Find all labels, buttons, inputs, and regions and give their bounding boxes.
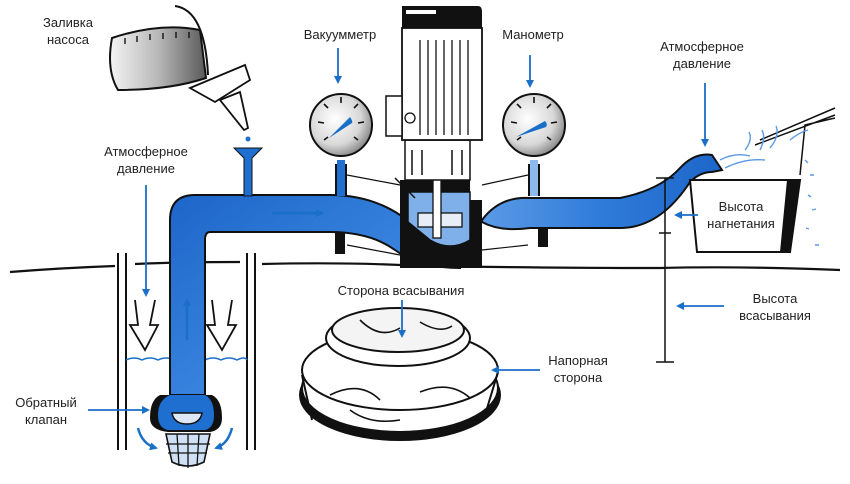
pump-motor <box>385 6 483 141</box>
flange-right <box>538 225 548 247</box>
label-suction-head-line2: всасывания <box>739 308 811 323</box>
discharge-tank <box>688 107 836 253</box>
pressure-gauge-needle <box>516 121 547 137</box>
label-pressure-gauge-text: Манометр <box>502 27 564 42</box>
priming-jug <box>109 5 209 92</box>
label-suction-side: Сторона всасывания <box>326 282 476 299</box>
label-discharge-side-line1: Напорная <box>548 353 608 368</box>
label-pressure-gauge: Манометр <box>488 26 578 43</box>
check-valve <box>150 395 222 468</box>
water-splash <box>719 125 819 246</box>
label-discharge-head: Высота нагнетания <box>698 198 784 232</box>
vacuum-gauge <box>309 93 373 196</box>
label-atm-left: Атмосферное давление <box>96 143 196 177</box>
vacuum-gauge-needle <box>329 117 353 138</box>
label-suction-side-text: Сторона всасывания <box>337 283 465 298</box>
support-lines <box>346 174 529 256</box>
label-priming: Заливка насоса <box>38 14 98 48</box>
label-vacuum-gauge: Вакуумметр <box>290 26 390 43</box>
label-atm-right-line1: Атмосферное <box>660 39 744 54</box>
label-discharge-side-line2: сторона <box>553 370 603 385</box>
impeller-illustration <box>299 307 501 441</box>
label-suction-head-line1: Высота <box>752 291 798 306</box>
well-water-surface <box>125 357 248 361</box>
label-vacuum-gauge-text: Вакуумметр <box>303 27 377 42</box>
label-atm-left-line1: Атмосферное <box>104 144 188 159</box>
pump-body <box>394 139 482 268</box>
priming-inlet <box>232 147 264 197</box>
label-check-valve: Обратный клапан <box>6 394 86 428</box>
well-casing <box>117 253 256 450</box>
motor-terminal <box>404 112 416 124</box>
label-atm-right-line2: давление <box>673 56 731 71</box>
label-priming-line1: Заливка <box>42 15 94 30</box>
inflow-arrow-left <box>136 427 158 451</box>
pressure-gauge <box>502 93 566 196</box>
label-check-valve-line2: клапан <box>24 412 68 427</box>
funnel <box>187 63 252 132</box>
label-discharge-side: Напорная сторона <box>542 352 614 386</box>
water-drop <box>245 136 251 142</box>
inflow-arrow-right <box>214 427 234 450</box>
label-priming-line2: насоса <box>46 32 89 47</box>
label-check-valve-line1: Обратный <box>15 395 77 410</box>
atmospheric-pressure-arrows <box>128 299 238 352</box>
label-suction-head: Высота всасывания <box>730 290 820 324</box>
label-atm-left-line2: давление <box>117 161 175 176</box>
label-atm-right: Атмосферное давление <box>652 38 752 72</box>
flange-left <box>335 232 345 254</box>
label-discharge-head-line2: нагнетания <box>707 216 775 231</box>
discharge-pipe <box>481 153 724 231</box>
head-ruler <box>656 177 674 363</box>
label-discharge-head-line1: Высота <box>718 199 764 214</box>
